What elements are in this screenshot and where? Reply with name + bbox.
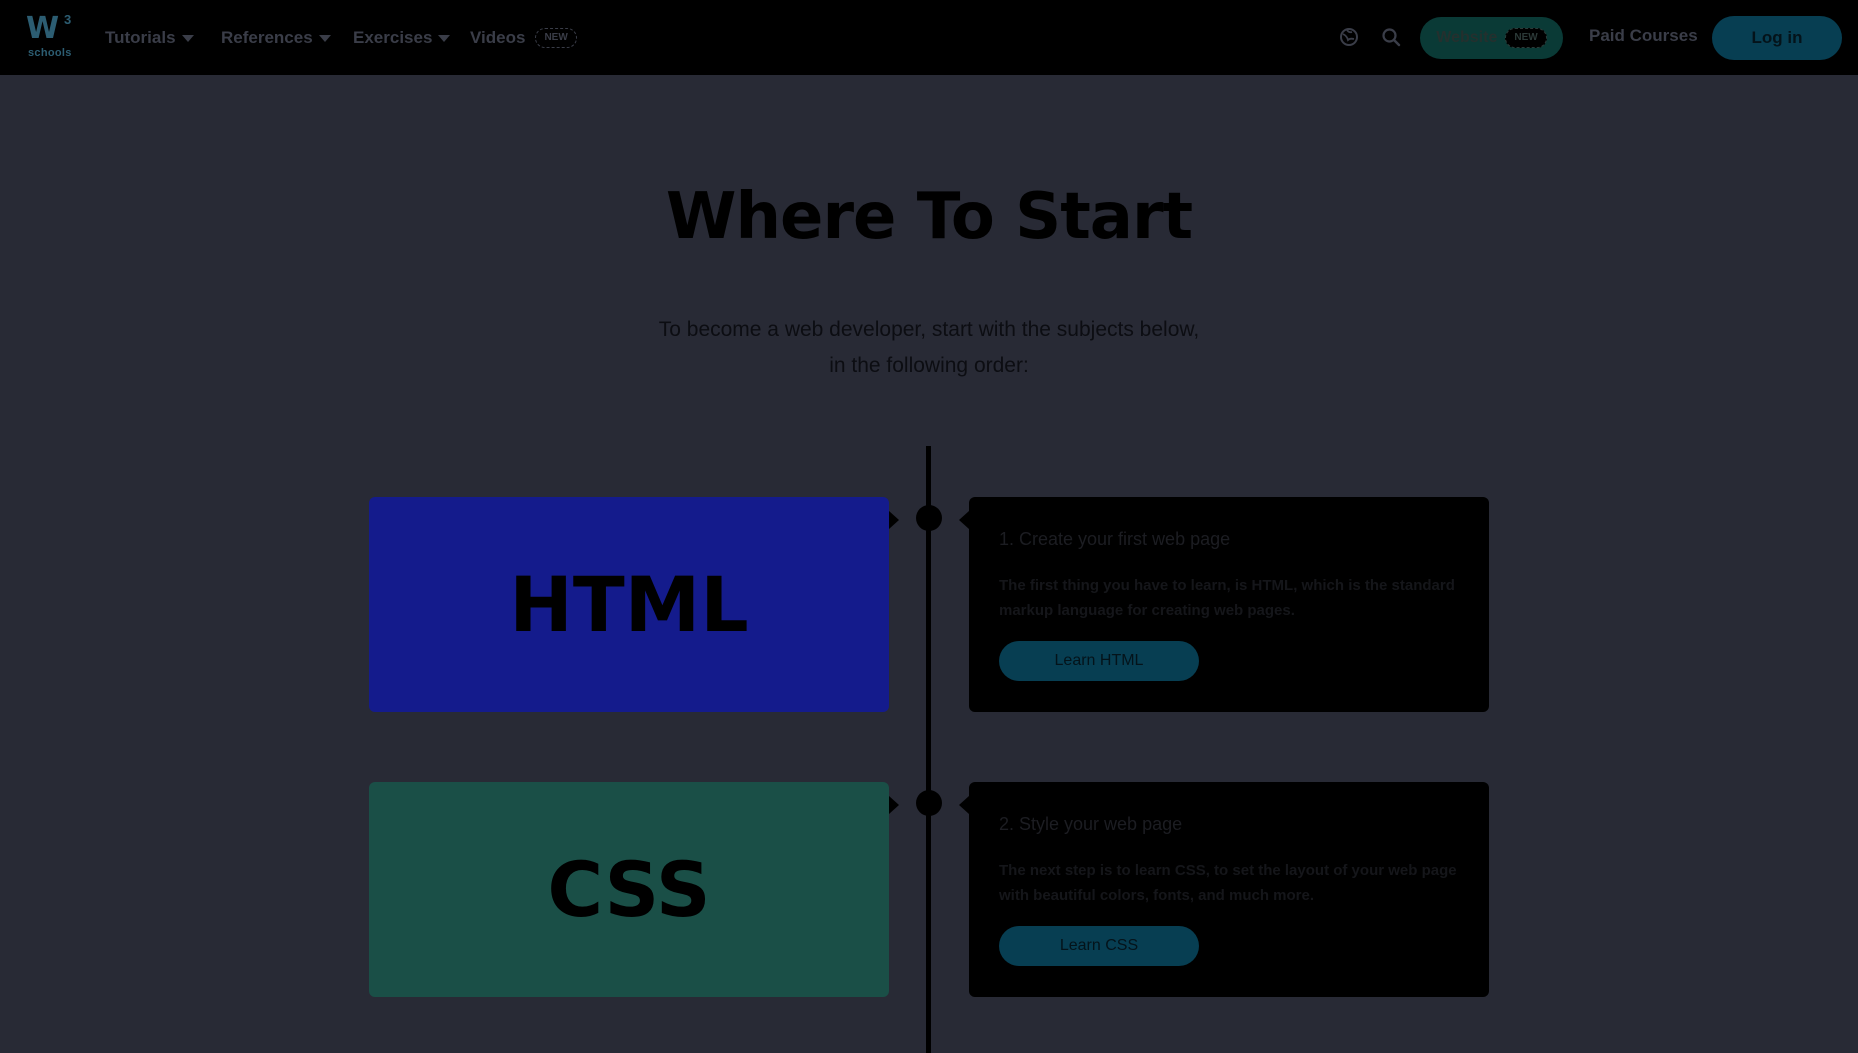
html-subject-box: HTML xyxy=(369,497,899,712)
website-button[interactable]: Website NEW xyxy=(1420,17,1563,59)
subject-label: HTML xyxy=(509,560,749,649)
step-card: 1. Create your first web page The first … xyxy=(959,497,1489,712)
timeline-dot xyxy=(916,505,942,531)
logo-superscript: 3 xyxy=(64,12,72,27)
subtitle-line-1: To become a web developer, start with th… xyxy=(658,318,1200,341)
learn-css-button[interactable]: Learn CSS xyxy=(999,926,1199,966)
nav-exercises-label: Exercises xyxy=(353,28,433,47)
search-icon[interactable] xyxy=(1380,26,1402,48)
page-title: Where To Start xyxy=(665,180,1193,254)
caret-down-icon xyxy=(318,34,331,42)
top-navbar: W 3 schools Tutorials References Exercis… xyxy=(0,0,1858,75)
css-subject-box: CSS xyxy=(369,782,899,997)
page-subtitle: To become a web developer, start with th… xyxy=(0,312,1858,384)
w3schools-logo[interactable]: W 3 schools xyxy=(26,11,76,62)
timeline-dot xyxy=(916,790,942,816)
logo-text: schools xyxy=(28,47,72,59)
step-description: The next step is to learn CSS, to set th… xyxy=(999,862,1457,904)
caret-down-icon xyxy=(438,34,451,42)
paid-courses-link[interactable]: Paid Courses xyxy=(1589,26,1698,45)
website-button-label: Website xyxy=(1436,29,1498,46)
timeline-line xyxy=(926,446,931,1053)
subtitle-line-2: in the following order: xyxy=(829,354,1029,377)
logo-mark: W xyxy=(26,11,59,46)
learn-html-button[interactable]: Learn HTML xyxy=(999,641,1199,681)
nav-videos[interactable]: Videos NEW xyxy=(470,26,577,50)
new-badge: NEW xyxy=(535,28,577,48)
caret-down-icon xyxy=(181,34,194,42)
nav-exercises[interactable]: Exercises xyxy=(353,26,451,50)
nav-tutorials[interactable]: Tutorials xyxy=(105,26,194,50)
step-description: The first thing you have to learn, is HT… xyxy=(999,577,1455,619)
step-title: 2. Style your web page xyxy=(999,814,1183,834)
step-card: 2. Style your web page The next step is … xyxy=(959,782,1489,997)
nav-references-label: References xyxy=(221,28,313,47)
step-title: 1. Create your first web page xyxy=(999,529,1231,549)
new-badge: NEW xyxy=(1505,28,1547,48)
nav-videos-label: Videos xyxy=(470,28,526,47)
nav-references[interactable]: References xyxy=(221,26,331,50)
subject-label: CSS xyxy=(547,845,711,934)
nav-tutorials-label: Tutorials xyxy=(105,28,176,47)
login-button[interactable]: Log in xyxy=(1712,16,1842,60)
globe-icon[interactable] xyxy=(1338,26,1360,48)
